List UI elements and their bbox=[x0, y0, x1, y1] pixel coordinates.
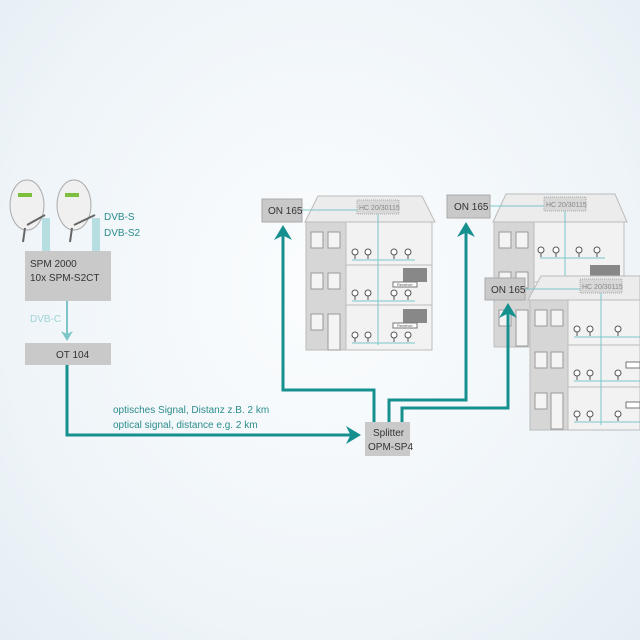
splitter-box bbox=[365, 422, 410, 456]
optical-node-2-label: ON 165 bbox=[454, 202, 489, 213]
signal-dvbs2-label: DVB-S2 bbox=[104, 228, 141, 239]
building-3-amplifier-label: HC 20/30115 bbox=[582, 284, 623, 291]
spm-model-label: SPM 2000 bbox=[30, 259, 77, 270]
signal-dvbs-label: DVB-S bbox=[104, 212, 135, 223]
optical-node-1-label: ON 165 bbox=[268, 206, 303, 217]
ot104-label: OT 104 bbox=[56, 350, 90, 361]
building-3: HC 20/30115 bbox=[525, 275, 640, 431]
building-1-amplifier-label: HC 20/30115 bbox=[359, 205, 400, 212]
splitter-model-label: OPM-SP4 bbox=[368, 442, 413, 453]
ot104-transmitter-box bbox=[25, 343, 111, 365]
optical-node-1 bbox=[261, 198, 303, 223]
signal-dvbc-label: DVB-C bbox=[30, 314, 61, 325]
optical-node-2 bbox=[446, 194, 491, 219]
building-2-amplifier-label: HC 20/30115 bbox=[546, 202, 587, 209]
building-2: HC 20/30115 bbox=[490, 193, 628, 348]
satellite-dish-1-icon bbox=[9, 179, 46, 243]
fiber-link-line bbox=[65, 365, 361, 444]
receiver-label: Receiver bbox=[397, 323, 413, 328]
fiber-to-building-2 bbox=[387, 222, 475, 422]
spm-2000-headend-box bbox=[25, 251, 111, 301]
building-1: HC 20/30115 Receiver Receiver bbox=[302, 195, 436, 351]
fiber-to-building-3 bbox=[400, 303, 517, 422]
optical-node-3 bbox=[484, 277, 526, 301]
splitter-label: Splitter bbox=[373, 428, 405, 439]
optical-node-3-label: ON 165 bbox=[491, 285, 526, 296]
satellite-dish-2-icon bbox=[56, 179, 96, 243]
receiver-label: Receiver bbox=[397, 282, 413, 287]
fiber-to-building-1 bbox=[274, 225, 376, 422]
link-label-en: optical signal, distance e.g. 2 km bbox=[113, 420, 258, 431]
spm-modules-label: 10x SPM-S2CT bbox=[30, 273, 99, 284]
link-label-de: optisches Signal, Distanz z.B. 2 km bbox=[113, 405, 269, 416]
lnb-cables bbox=[42, 218, 100, 252]
